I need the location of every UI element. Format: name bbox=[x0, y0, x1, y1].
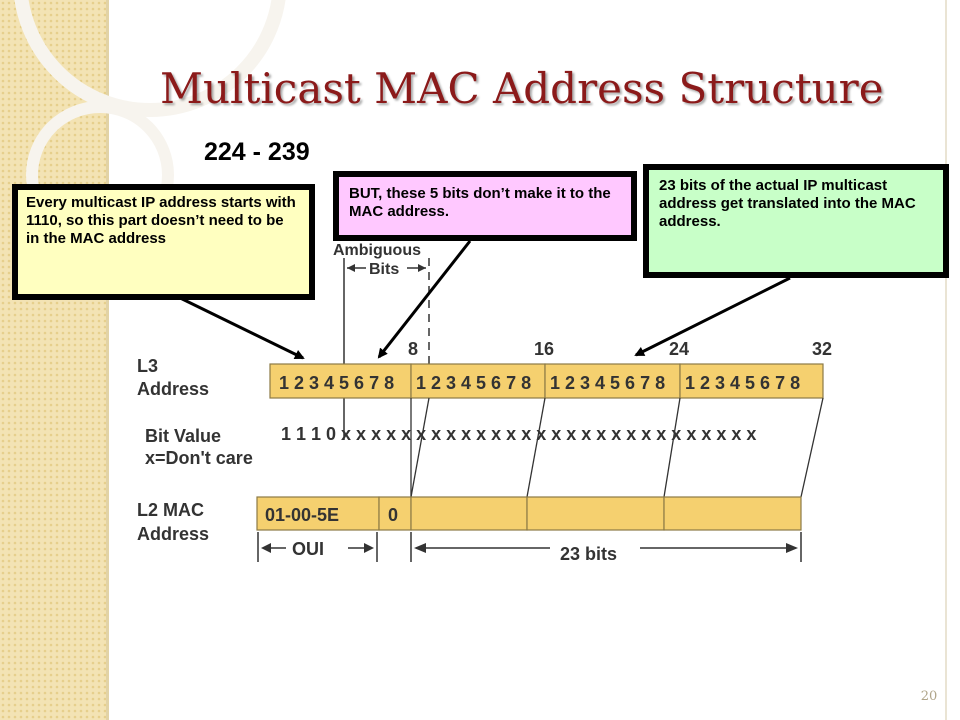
range-label: 224 - 239 bbox=[204, 138, 310, 166]
l3-label-line1: L3 bbox=[137, 356, 158, 376]
bits-label: Bits bbox=[369, 261, 399, 278]
l3-octet-2-bits: 1 2 3 4 5 6 7 8 bbox=[416, 373, 531, 393]
dont-care-label: x=Don't care bbox=[145, 448, 253, 468]
bits23-span bbox=[410, 532, 802, 562]
l3-octet-4-bits: 1 2 3 4 5 6 7 8 bbox=[685, 373, 800, 393]
callout-five-bits: BUT, these 5 bits don’t make it to the M… bbox=[333, 171, 637, 241]
bit-value-label: Bit Value bbox=[145, 426, 221, 446]
slide-title: Multicast MAC Address Structure bbox=[160, 64, 884, 113]
mac-cell-1 bbox=[410, 496, 528, 531]
boundary-32: 32 bbox=[812, 339, 832, 359]
mac-prefix-cell: 01-00-5E bbox=[256, 496, 380, 531]
l3-octet-3-bits: 1 2 3 4 5 6 7 8 bbox=[550, 373, 665, 393]
boundary-16: 16 bbox=[534, 339, 554, 359]
l3-octet-1-bits: 1 2 3 4 5 6 7 8 bbox=[279, 373, 394, 393]
oui-label: OUI bbox=[292, 539, 324, 559]
l3-octet-4: 1 2 3 4 5 6 7 8 bbox=[679, 363, 824, 399]
boundary-8: 8 bbox=[408, 339, 418, 359]
bits23-label: 23 bits bbox=[560, 544, 617, 564]
callout-first-bits: Every multicast IP address starts with 1… bbox=[12, 184, 315, 300]
l2-label-line2: Address bbox=[137, 524, 209, 544]
mac-cell-3 bbox=[663, 496, 802, 531]
boundary-24: 24 bbox=[669, 339, 689, 359]
page-number: 20 bbox=[920, 689, 938, 704]
l3-octet-2: 1 2 3 4 5 6 7 8 bbox=[410, 363, 546, 399]
mac-prefix-text: 01-00-5E bbox=[265, 505, 339, 525]
mac-cell-2 bbox=[526, 496, 665, 531]
arrow-five-bits bbox=[377, 240, 472, 359]
mapping-lines bbox=[410, 397, 824, 498]
arrow-23-bits bbox=[634, 276, 791, 357]
l2-label-line1: L2 MAC bbox=[137, 500, 204, 520]
bit-values: 1 1 1 0 x x x x x x x x x x x x x x x x … bbox=[281, 424, 756, 444]
l3-octet-1: 1 2 3 4 5 6 7 8 bbox=[269, 363, 412, 399]
callout-23-bits: 23 bits of the actual IP multicast addre… bbox=[643, 164, 949, 278]
mac-zero-cell: 0 bbox=[378, 496, 412, 531]
mac-zero-text: 0 bbox=[388, 505, 398, 525]
l3-label-line2: Address bbox=[137, 379, 209, 399]
ambiguous-label: Ambiguous bbox=[333, 242, 421, 259]
sidebar-edge bbox=[106, 0, 109, 720]
l3-octet-3: 1 2 3 4 5 6 7 8 bbox=[544, 363, 681, 399]
arrow-first-bits bbox=[171, 292, 305, 360]
